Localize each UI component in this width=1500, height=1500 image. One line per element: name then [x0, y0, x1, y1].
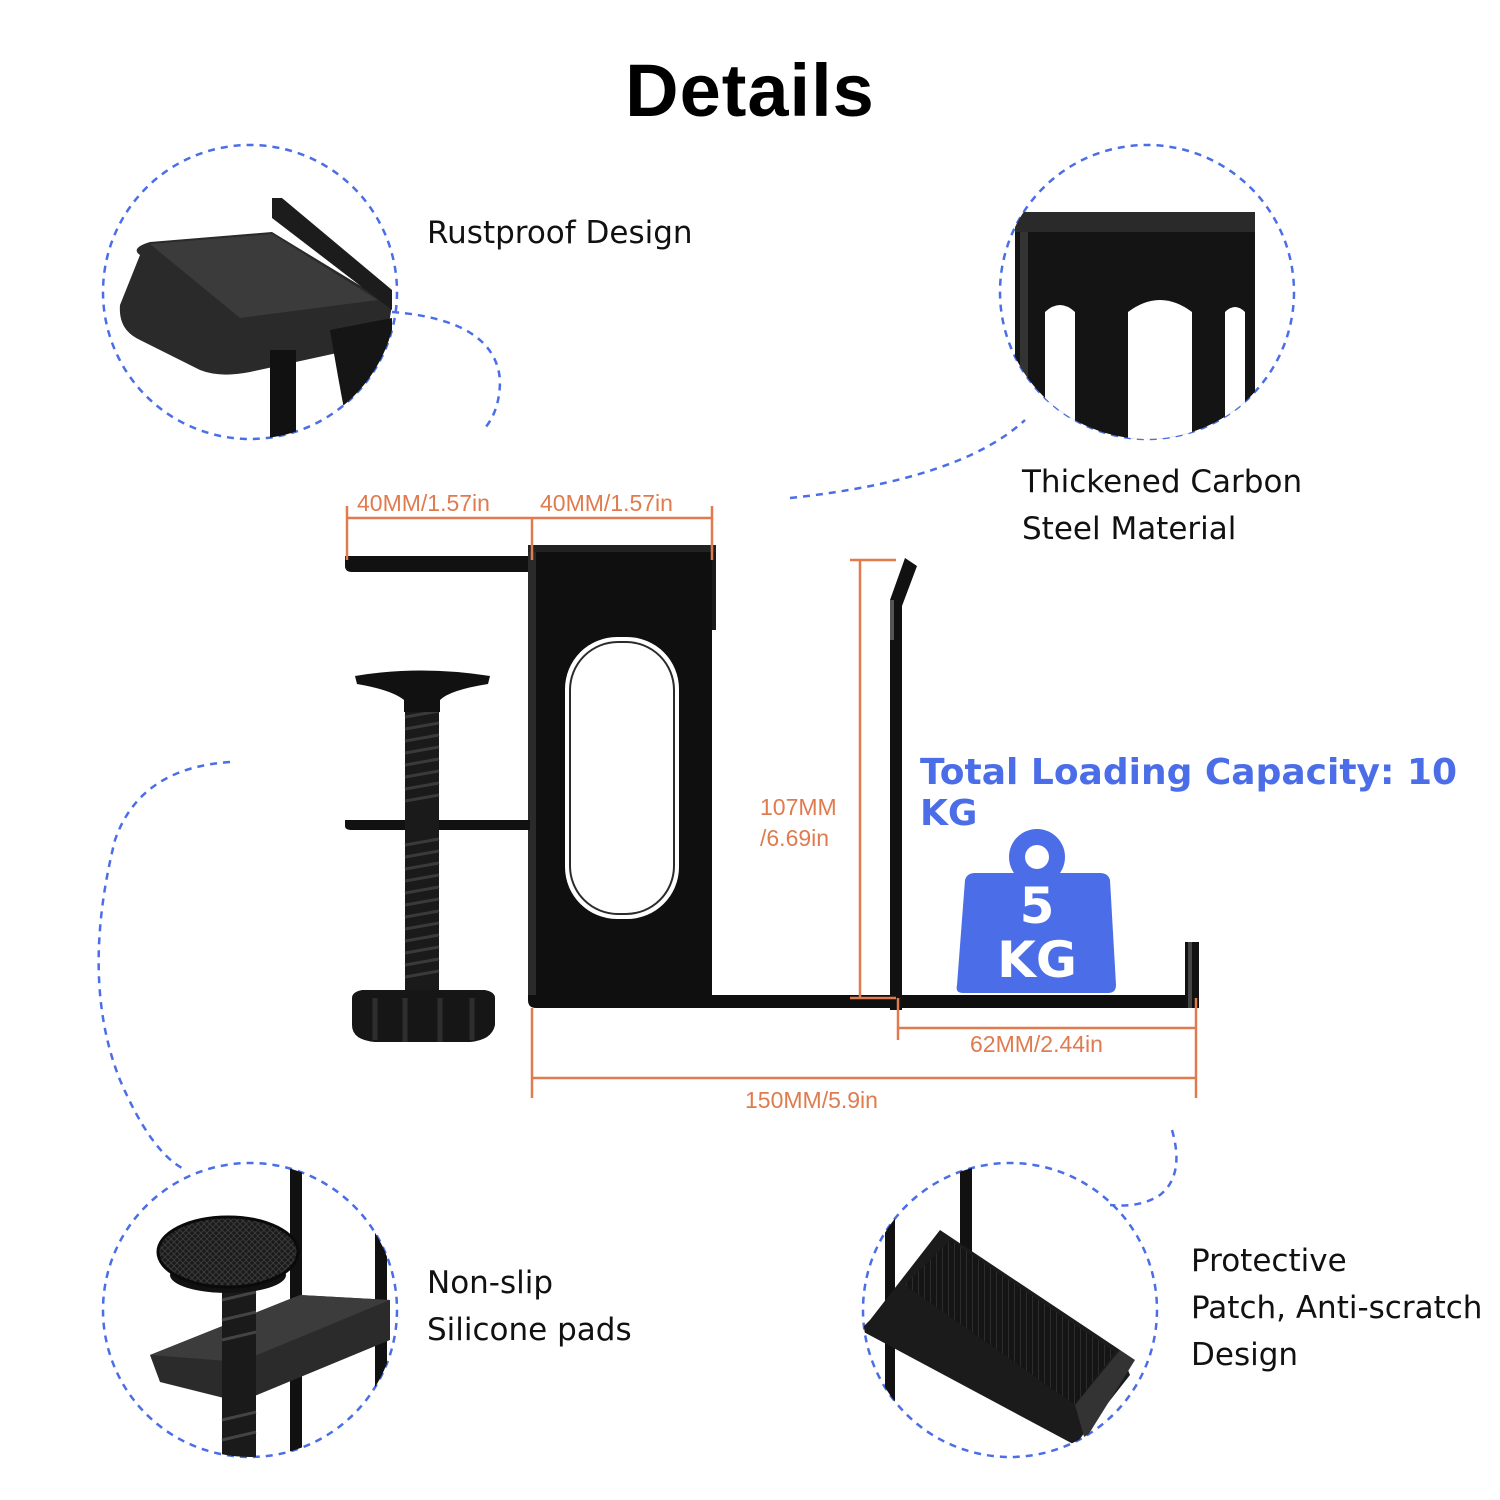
rustproof-connector — [391, 310, 502, 429]
protective-text-line3: Design — [1191, 1337, 1299, 1373]
dimension-hook-width: 62MM/2.44in — [970, 1031, 1103, 1057]
protective-text-line1: Protective — [1191, 1243, 1347, 1279]
page-title: Details — [625, 49, 875, 132]
weight-value: 5 — [1019, 877, 1055, 935]
rustproof-label: Rustproof Design — [427, 210, 693, 257]
carbon-steel-connector — [789, 419, 1026, 500]
loading-capacity-text: Total Loading Capacity: 10 KG — [920, 752, 1458, 834]
protective-patch-detail-circle — [861, 1161, 1159, 1459]
dimension-height-line1: 107MM — [760, 794, 837, 820]
rustproof-text: Rustproof Design — [427, 215, 693, 251]
non-slip-connector — [97, 760, 231, 1170]
carbon-steel-text-line1: Thickened Carbon — [1022, 464, 1303, 500]
carbon-steel-detail-circle — [998, 143, 1296, 441]
weight-icon — [956, 829, 1116, 993]
dimension-top-left: 40MM/1.57in — [357, 490, 490, 516]
carbon-steel-text-line2: Steel Material — [1022, 511, 1237, 547]
protective-patch-connector — [1109, 1129, 1178, 1207]
non-slip-text-line1: Non-slip — [427, 1265, 554, 1301]
headphone-hanger-product — [345, 545, 1199, 1042]
rustproof-detail-circle — [101, 143, 399, 441]
dimension-height: 107MM /6.69in — [760, 792, 837, 854]
protective-patch-label: Protective Patch, Anti-scratch Design — [1191, 1238, 1482, 1379]
protective-text-line2: Patch, Anti-scratch — [1191, 1290, 1483, 1326]
non-slip-text-line2: Silicone pads — [427, 1312, 632, 1348]
non-slip-detail-circle — [101, 1161, 399, 1459]
weight-unit: KG — [997, 931, 1077, 989]
carbon-steel-label: Thickened Carbon Steel Material — [1022, 459, 1302, 553]
dimension-height-line2: /6.69in — [760, 825, 830, 851]
dimension-lines — [345, 506, 1198, 1098]
non-slip-label: Non-slip Silicone pads — [427, 1260, 632, 1354]
dimension-top-right: 40MM/1.57in — [540, 490, 673, 516]
dimension-total-width: 150MM/5.9in — [745, 1087, 878, 1113]
